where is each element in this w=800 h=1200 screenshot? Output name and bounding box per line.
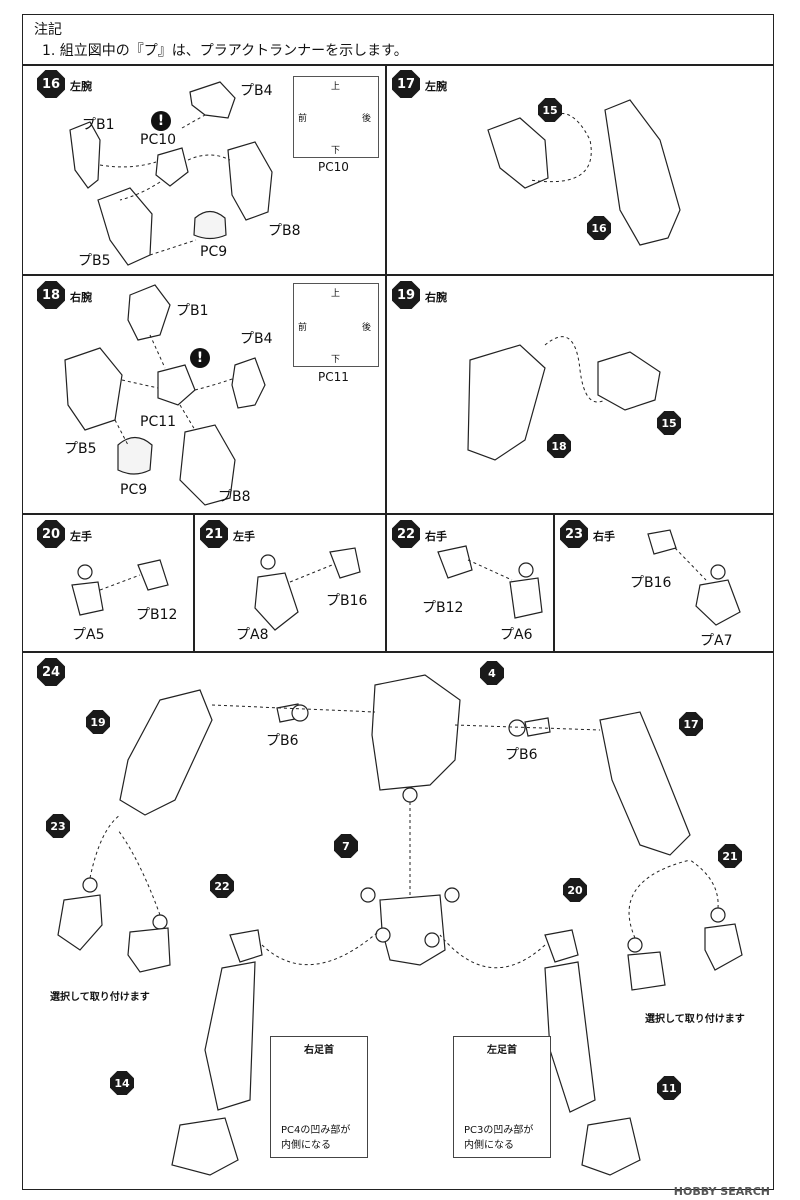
label-pc9: PC9 (200, 244, 228, 260)
divider-hand-3 (553, 513, 555, 651)
label-a7: プA7 (700, 633, 733, 649)
label-b6-right: プB6 (505, 747, 538, 763)
warning-icon: ! (151, 111, 171, 131)
right-ankle-note-1: PC4の凹み部が (281, 1125, 351, 1136)
pc11-orientation-box: 上 下 前 後 (293, 283, 379, 367)
ref-badge-22: 22 (210, 874, 234, 898)
ref-badge-17: 17 (679, 712, 703, 736)
label-b12: プB12 (136, 607, 178, 623)
divider-col-mid (385, 64, 387, 513)
pc11-back-label: 後 (362, 323, 372, 333)
label-a6: プA6 (500, 627, 533, 643)
step18-parts (64, 284, 266, 506)
ref-badge-23: 23 (46, 814, 70, 838)
label-pc11: PC11 (140, 414, 177, 430)
step16-parts (69, 81, 273, 266)
label-b1: プB1 (176, 303, 209, 319)
label-b5: プB5 (78, 253, 111, 269)
warning-icon: ! (190, 348, 210, 368)
pc11-top-label: 上 (331, 289, 341, 299)
pc10-orientation-box: 上 下 前 後 (293, 76, 379, 158)
page-frame (22, 14, 774, 1190)
pc10-bottom-label: 下 (331, 146, 341, 156)
label-a5: プA5 (72, 627, 105, 643)
step-number-21: 21 (200, 520, 228, 548)
label-b5: プB5 (64, 441, 97, 457)
left-ankle-note-2: 内側になる (464, 1140, 514, 1151)
right-ankle-title: 右足首 (304, 1045, 334, 1056)
label-b4: プB4 (240, 331, 273, 347)
step-number-22: 22 (392, 520, 420, 548)
ref-badge-18: 18 (547, 434, 571, 458)
label-b6-left: プB6 (266, 733, 299, 749)
divider-hand-1 (193, 513, 195, 651)
left-ankle-note-1: PC3の凹み部が (464, 1125, 534, 1136)
ref-badge-11: 11 (657, 1076, 681, 1100)
step-21-title: 左手 (233, 530, 255, 543)
divider-hand-2 (385, 513, 387, 651)
label-pc9: PC9 (120, 482, 148, 498)
left-ankle-detail-box: 左足首 PC3の凹み部が 内側になる (453, 1036, 551, 1158)
label-a8: プA8 (236, 627, 269, 643)
ref-badge-15: 15 (657, 411, 681, 435)
hands-parts (71, 529, 741, 631)
divider-row2 (22, 513, 774, 515)
pc10-back-label: 後 (362, 114, 372, 124)
pc10-front-label: 前 (298, 114, 308, 124)
pc10-caption: PC10 (318, 160, 349, 174)
ref-badge-20: 20 (563, 878, 587, 902)
pc10-top-label: 上 (331, 82, 341, 92)
step17-parts (487, 99, 681, 246)
watermark: HOBBY SEARCH (673, 1185, 770, 1198)
step-number-17: 17 (392, 70, 420, 98)
label-b4: プB4 (240, 83, 273, 99)
step-number-16: 16 (37, 70, 65, 98)
step-22-title: 右手 (425, 530, 447, 543)
label-b8: プB8 (268, 223, 301, 239)
step-number-23: 23 (560, 520, 588, 548)
ref-badge-14: 14 (110, 1071, 134, 1095)
notes-line-1: 1. 組立図中の『プ』は、プラアクトランナーを示します。 (42, 43, 408, 59)
right-ankle-detail-box: 右足首 PC4の凹み部が 内側になる (270, 1036, 368, 1158)
ref-badge-16: 16 (587, 216, 611, 240)
step-number-19: 19 (392, 281, 420, 309)
step-number-20: 20 (37, 520, 65, 548)
label-b16: プB16 (630, 575, 672, 591)
step19-parts (467, 336, 661, 461)
step-20-title: 左手 (70, 530, 92, 543)
left-ankle-title: 左足首 (487, 1045, 517, 1056)
step-18-title: 右腕 (70, 291, 92, 304)
step-16-title: 左腕 (70, 80, 92, 93)
ref-badge-7: 7 (334, 834, 358, 858)
ref-badge-15: 15 (538, 98, 562, 122)
label-b8: プB8 (218, 489, 251, 505)
pc11-caption: PC11 (318, 370, 349, 384)
label-b12: プB12 (422, 600, 464, 616)
select-note-right: 選択して取り付けます (645, 1014, 745, 1025)
divider-row3 (22, 651, 774, 653)
step24-parts (57, 674, 743, 1176)
step-19-title: 右腕 (425, 291, 447, 304)
ref-badge-21: 21 (718, 844, 742, 868)
label-b1: プB1 (82, 117, 115, 133)
label-pc10: PC10 (140, 132, 177, 148)
step-number-18: 18 (37, 281, 65, 309)
label-b16: プB16 (326, 593, 368, 609)
step-23-title: 右手 (593, 530, 615, 543)
step-17-title: 左腕 (425, 80, 447, 93)
divider-notes (22, 64, 774, 66)
select-note-left: 選択して取り付けます (50, 992, 150, 1003)
step-number-24: 24 (37, 658, 65, 686)
notes-title: 注記 (34, 22, 62, 38)
right-ankle-note-2: 内側になる (281, 1140, 331, 1151)
divider-row1 (22, 274, 774, 276)
ref-badge-19: 19 (86, 710, 110, 734)
pc11-bottom-label: 下 (331, 355, 341, 365)
ref-badge-4: 4 (480, 661, 504, 685)
pc11-front-label: 前 (298, 323, 308, 333)
